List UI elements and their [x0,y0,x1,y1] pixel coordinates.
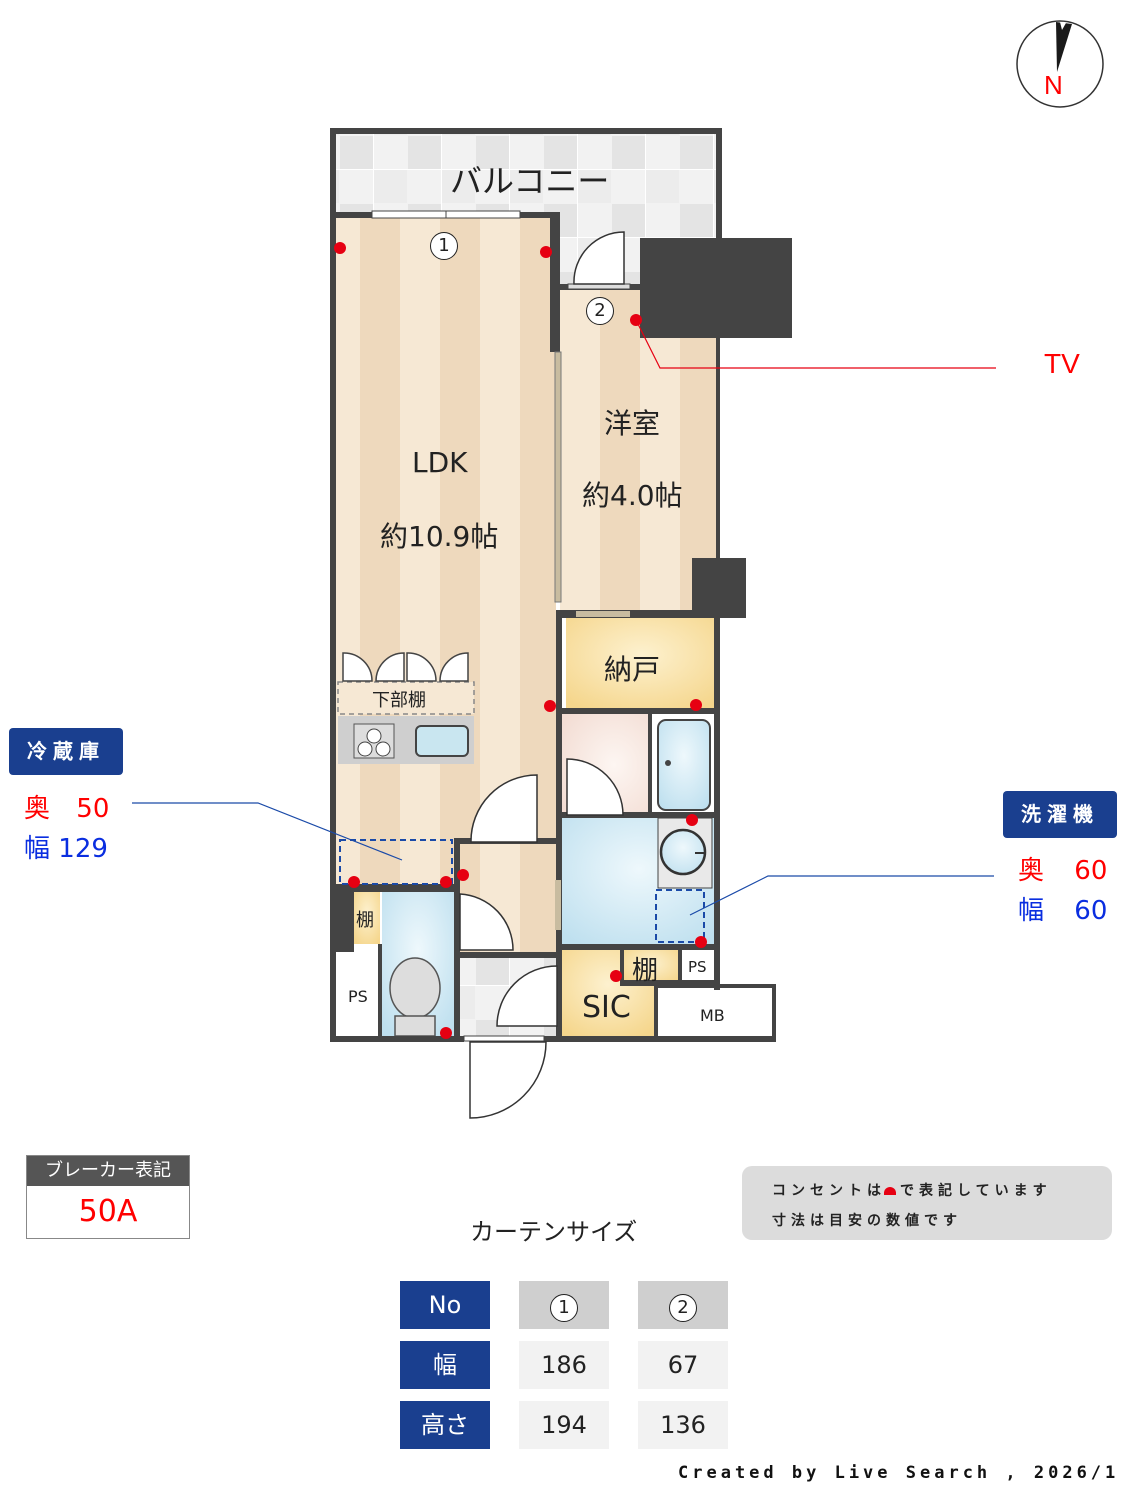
washer-width-value: 60 [1074,896,1108,926]
washer-depth: 奥 60 [1018,850,1107,887]
washer-width: 幅 60 [1018,890,1107,927]
fridge-width-label: 幅 [24,834,51,864]
outlet-markers [334,242,707,1039]
washer-depth-value: 60 [1074,856,1108,886]
col1-width: 186 [519,1341,609,1389]
legend-note: コンセントはで表記しています 寸法は目安の数値です [742,1166,1112,1240]
sic-label: SIC [582,990,631,1025]
header-width: 幅 [400,1341,490,1389]
col2-height: 136 [638,1401,728,1449]
breaker-value: 50A [78,1194,138,1229]
col2-no: 2 [638,1281,728,1329]
ps-right-label: PS [688,958,707,976]
window-marker-1: 1 [430,232,458,260]
compass-north-label: N [1044,70,1063,100]
fridge-depth: 奥 50 [24,788,109,825]
fridge-depth-label: 奥 [24,794,51,824]
ps-left-label: PS [348,987,368,1006]
balcony-label: バルコニー [450,162,610,200]
washer-depth-label: 奥 [1018,856,1045,886]
header-height: 高さ [400,1401,490,1449]
mb-label: MB [700,1006,725,1025]
outlet-symbol-icon [884,1187,896,1195]
window-marker-2: 2 [586,297,614,325]
western-room-name: 洋室 [604,407,661,440]
breaker-title: ブレーカー表記 [27,1156,189,1186]
ldk-floor [336,216,556,888]
fridge-badge: 冷蔵庫 [9,728,123,775]
washer-width-label: 幅 [1018,896,1045,926]
western-floor [560,288,718,614]
curtain-size-title: カーテンサイズ [470,1218,638,1246]
header-no: No [400,1281,490,1329]
note-line-1: コンセントはで表記しています [772,1183,1052,1199]
col2-width: 67 [638,1341,728,1389]
note-line-2: 寸法は目安の数値です [772,1213,962,1229]
washer-badge: 洗濯機 [1003,791,1117,838]
toilet-shelf-label: 棚 [356,910,374,931]
col1-height: 194 [519,1401,609,1449]
breaker-box: ブレーカー表記 50A [26,1155,190,1239]
fridge-width: 幅 129 [24,828,108,865]
fridge-width-value: 129 [58,834,108,864]
credit-footer: Created by Live Search , 2026/1 [678,1463,1120,1483]
sic-shelf-label: 棚 [632,956,659,986]
fridge-depth-value: 50 [76,794,110,824]
western-room-size: 約4.0帖 [582,479,683,512]
storage-label: 納戸 [604,653,661,686]
ldk-size: 約10.9帖 [380,520,499,553]
lower-shelf-label: 下部棚 [372,690,426,711]
ldk-name: LDK [412,446,468,479]
col1-no: 1 [519,1281,609,1329]
tv-label: TV [1044,348,1080,379]
